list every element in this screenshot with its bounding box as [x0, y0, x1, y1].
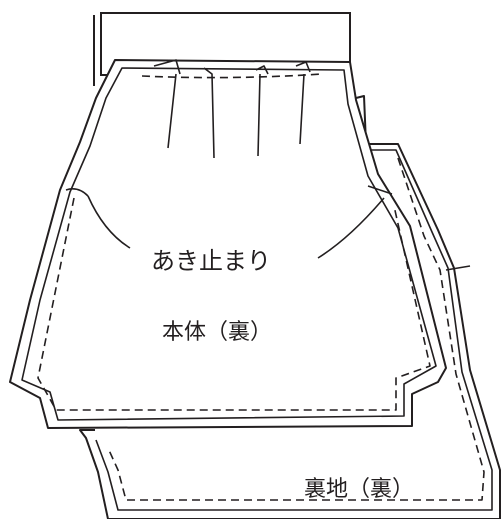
lining-label: 裏地（裏）	[304, 477, 414, 502]
main-body-layer	[9, 12, 447, 429]
main-body-outline	[9, 59, 447, 429]
main-body-inner-edge	[21, 67, 437, 421]
main-body-label: 本体（裏）	[162, 320, 272, 345]
lining-inner-edge	[95, 149, 493, 511]
opening-stop-label: あき止まり	[151, 247, 271, 275]
pleat-left	[153, 59, 181, 149]
pleats	[153, 59, 311, 159]
waist-stitch-line	[141, 73, 323, 79]
opening-stop-curve-left	[87, 195, 131, 249]
left-hip-seam	[65, 188, 89, 197]
right-hip-seam	[367, 185, 393, 195]
pleat-center-left	[203, 67, 215, 159]
lining-notch	[445, 265, 471, 271]
lining-stitch-line	[107, 157, 485, 501]
pleat-center-right	[255, 65, 269, 157]
main-body-stitch-line	[37, 197, 431, 411]
opening-stop-curve-right	[317, 197, 385, 259]
pleat-right	[295, 61, 311, 145]
